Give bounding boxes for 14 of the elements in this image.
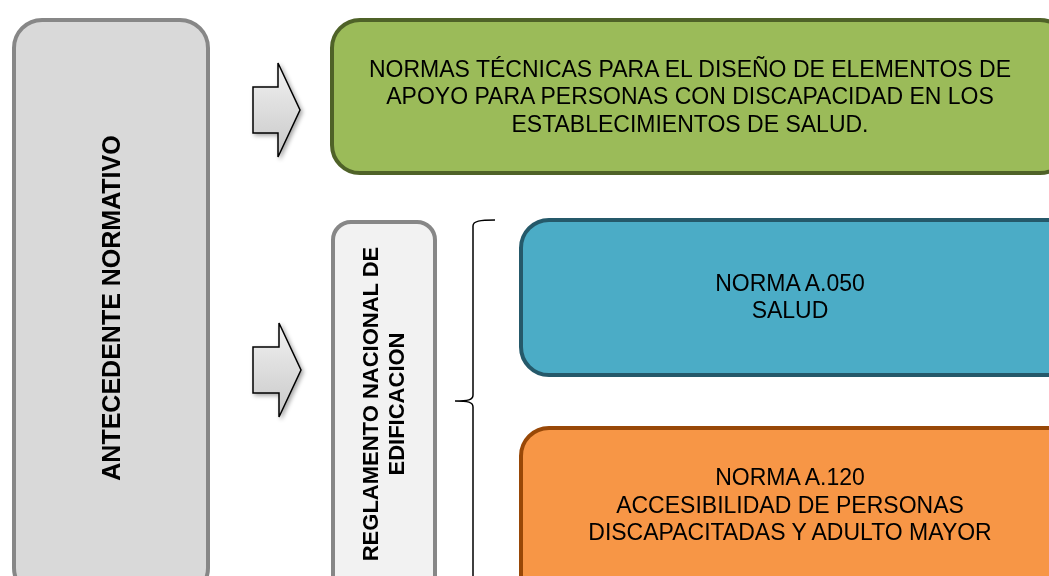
block-arrow	[252, 62, 301, 158]
category-box	[331, 220, 437, 576]
heading-box	[12, 18, 210, 576]
node-label: SALUD	[750, 297, 830, 326]
process-box	[330, 18, 1049, 175]
node-label: ACCESIBILIDAD DE PERSONAS DISCAPACITADAS Y ADULTO MAYOR	[587, 491, 993, 547]
node-label: REGLAMENTO NACIONAL DE EDIFICACION	[357, 245, 410, 563]
node-label: NORMA A.120	[714, 463, 866, 492]
process-box	[519, 426, 1049, 576]
node-label: ANTECEDENTE NORMATIVO	[96, 134, 126, 483]
node-label: NORMAS TÉCNICAS PARA EL DISEÑO DE ELEMENTOS DE APOYO PARA PERSONAS CON DISCAPACIDAD EN LOS ESTABLECIMIENTOS DE SALUD.	[368, 55, 1012, 138]
process-box	[519, 218, 1049, 377]
block-arrow	[252, 322, 302, 418]
node-label: NORMA A.050	[714, 269, 866, 298]
